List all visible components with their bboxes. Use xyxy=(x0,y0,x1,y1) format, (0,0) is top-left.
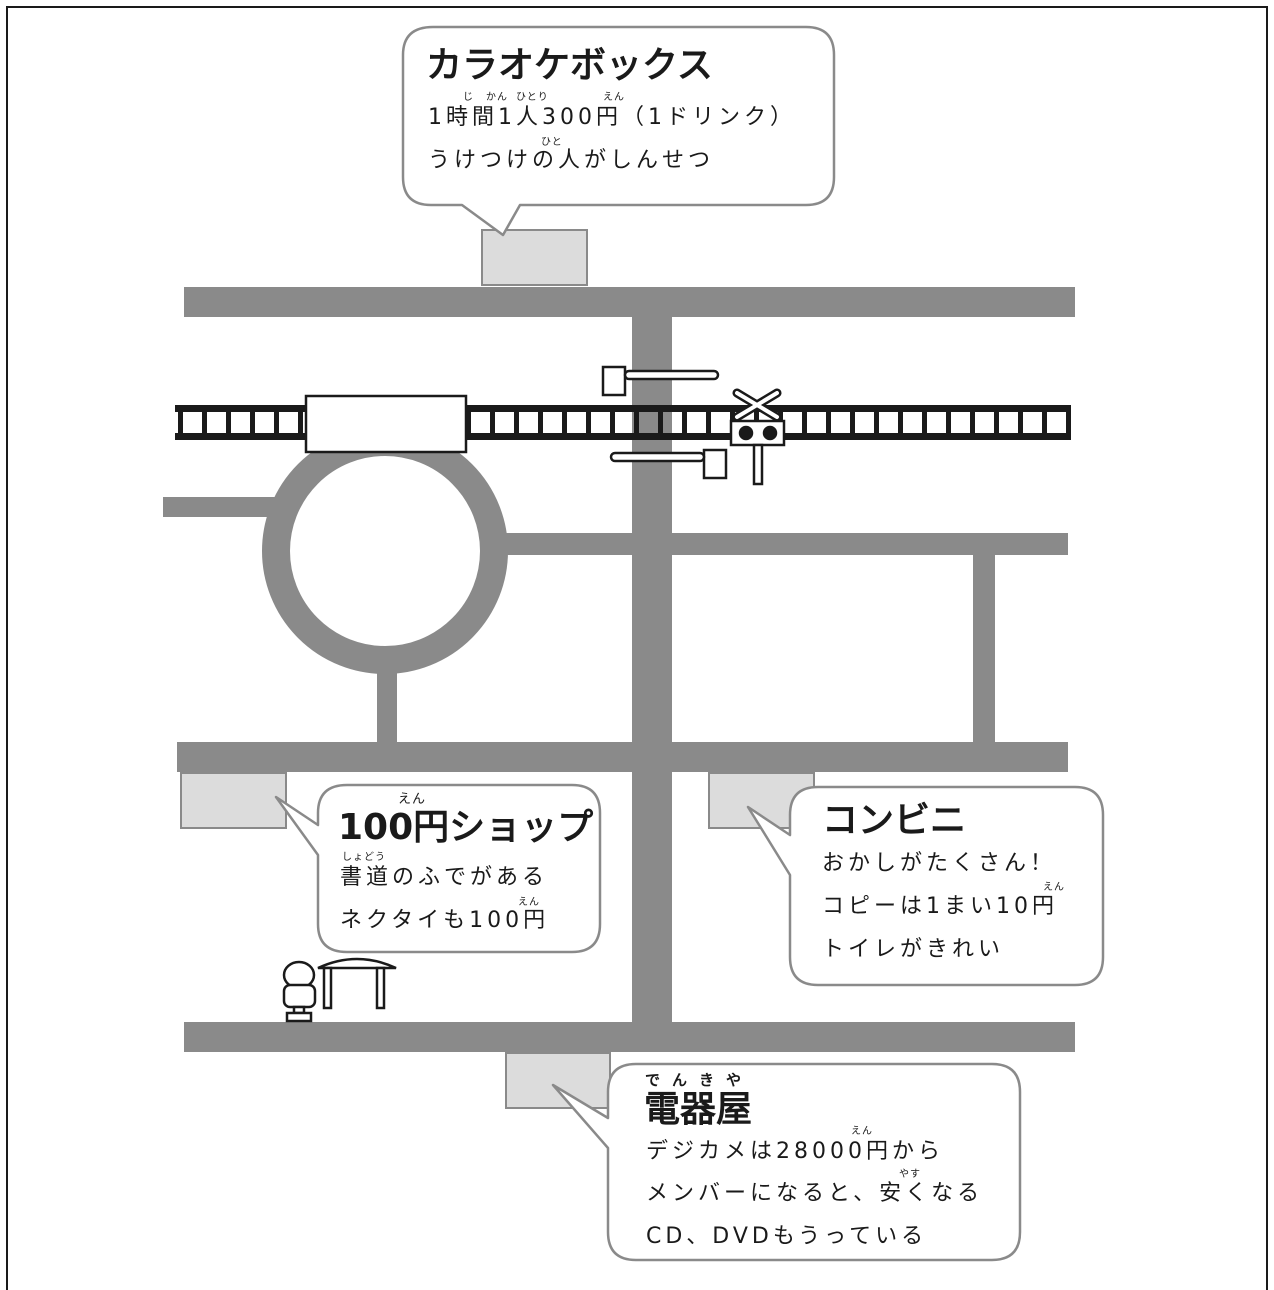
rail-tie xyxy=(826,405,831,440)
rail-tie xyxy=(994,405,999,440)
roundabout xyxy=(262,428,508,674)
rail-tie xyxy=(586,405,591,440)
bubble-100yen-shop xyxy=(274,783,602,954)
ruby-denkiya: でんきや xyxy=(645,1071,754,1089)
rail-tie xyxy=(898,405,903,440)
road-west-stub xyxy=(163,497,275,517)
building-electronics-store xyxy=(505,1052,611,1109)
rail-bottom xyxy=(175,433,1068,440)
rail-tie xyxy=(202,405,207,440)
rail-tie xyxy=(922,405,927,440)
rail-tie xyxy=(802,405,807,440)
rail-tie xyxy=(946,405,951,440)
crossing-gate-south xyxy=(609,448,728,480)
electronics-store-line-2: メンバーになると、安くなる xyxy=(646,1181,984,1206)
rail-tie xyxy=(610,405,615,440)
buildings xyxy=(180,229,815,1109)
rail-tie xyxy=(1066,405,1071,440)
ruby-hitori: ひとり xyxy=(516,92,549,103)
rail-tie xyxy=(682,405,687,440)
crossing-signal-icon xyxy=(729,388,786,486)
rail-tie xyxy=(490,405,495,440)
bubble-karaoke xyxy=(401,25,836,237)
map-frame xyxy=(6,6,1268,1290)
rail-tie xyxy=(706,405,711,440)
station xyxy=(304,394,468,454)
rail-tie xyxy=(178,405,183,440)
ruby-kan: かん xyxy=(486,92,508,103)
speech-bubbles xyxy=(274,25,1105,1262)
rail-top xyxy=(175,405,1068,412)
ruby-shodou: しょどう xyxy=(342,852,386,863)
convenience-store-line-1: おかしがたくさん！ xyxy=(822,851,1057,876)
rail-tie xyxy=(226,405,231,440)
100yen-shop-line-2: ネクタイも100円 xyxy=(340,908,550,933)
road-south xyxy=(184,1022,1075,1052)
road-east-vertical xyxy=(973,544,995,742)
bubble-electronics-store xyxy=(551,1062,1022,1262)
electronics-store-line-1: デジカメは28000円から xyxy=(646,1139,944,1164)
rail-tie xyxy=(634,405,639,440)
rail-tie xyxy=(538,405,543,440)
bubble-convenience-store xyxy=(746,785,1105,987)
road-middle xyxy=(177,742,1068,772)
100yen-shop-line-1: 書道のふでがある xyxy=(340,865,549,890)
crossing-gate-north xyxy=(601,365,720,397)
ruby-en-copy: えん xyxy=(1043,882,1065,893)
rail-tie xyxy=(514,405,519,440)
rail-tie xyxy=(658,405,663,440)
road-east-branch xyxy=(498,533,1068,555)
rail-tie xyxy=(466,405,471,440)
convenience-store-title: コンビニ xyxy=(822,800,967,841)
karaoke-title: カラオケボックス xyxy=(426,45,713,86)
rail-tie xyxy=(562,405,567,440)
rail-tie xyxy=(1042,405,1047,440)
electronics-store-title: 電器屋 xyxy=(644,1089,753,1130)
building-100yen-shop xyxy=(180,772,287,829)
road-roundabout-south xyxy=(377,658,397,744)
ruby-en-line: えん xyxy=(518,897,540,908)
convenience-store-line-2: コピーは1まい10円 xyxy=(822,894,1058,919)
building-karaoke xyxy=(481,229,588,286)
ruby-en-camera: えん xyxy=(851,1126,873,1137)
rail-tie xyxy=(970,405,975,440)
100yen-shop-title: 100円ショップ xyxy=(338,807,594,848)
road-north xyxy=(184,287,1075,317)
ruby-hito: ひと xyxy=(541,137,563,148)
ruby-en-title: えん xyxy=(398,792,427,807)
convenience-store-line-3: トイレがきれい xyxy=(822,937,1005,962)
rail-tie xyxy=(298,405,303,440)
ruby-en: えん xyxy=(603,92,625,103)
railway xyxy=(175,394,1071,454)
karaoke-line-2: うけつけの人がしんせつ xyxy=(428,148,715,173)
karaoke-line-1: 1時間1人300円（1ドリンク） xyxy=(428,105,796,130)
rail-tie xyxy=(1018,405,1023,440)
rail-tie xyxy=(850,405,855,440)
electronics-store-line-3: CD、DVDもうっている xyxy=(646,1224,928,1249)
ruby-yasu: やす xyxy=(899,1169,921,1180)
rail-tie xyxy=(274,405,279,440)
ruby-ji: じ xyxy=(463,92,474,103)
rail-tie xyxy=(250,405,255,440)
bus-stop-icon xyxy=(282,957,397,1023)
rail-tie xyxy=(874,405,879,440)
